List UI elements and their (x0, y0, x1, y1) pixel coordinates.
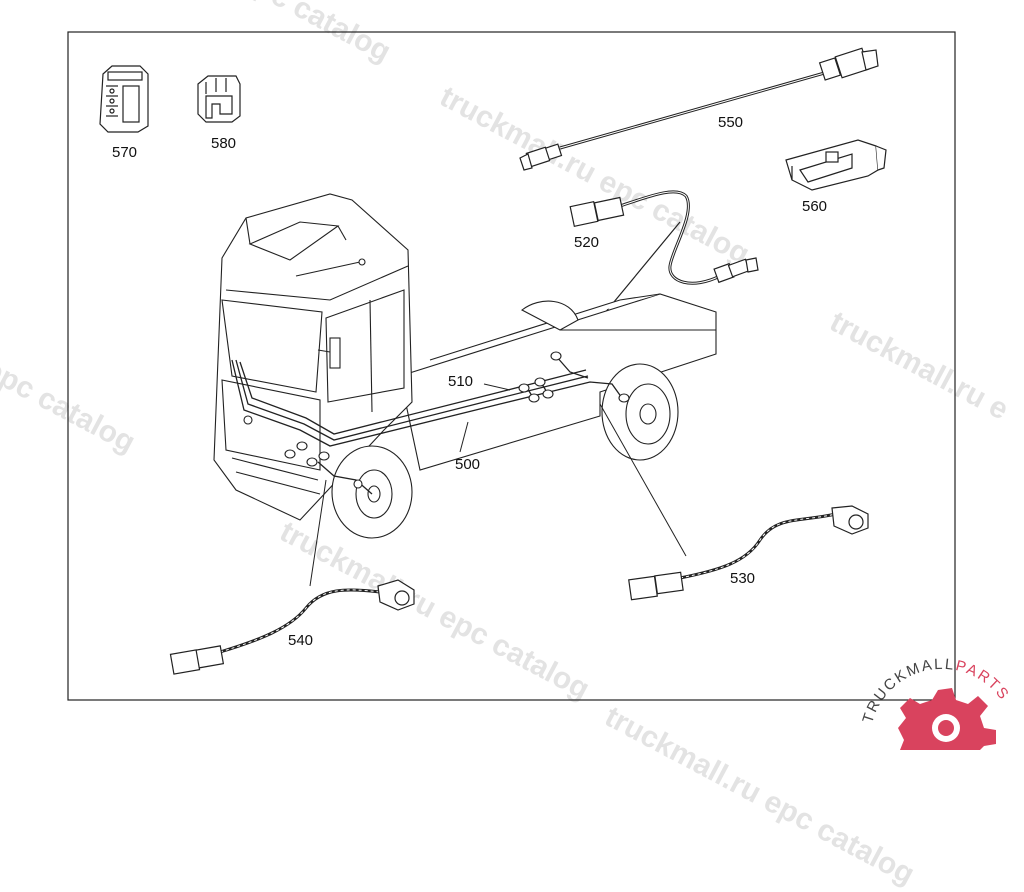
diagram-frame (67, 31, 956, 701)
callout-550: 550 (718, 114, 743, 131)
truckmall-parts-logo: TRUCKMALLPARTS (859, 656, 1013, 750)
part-560-bracket[interactable] (785, 139, 887, 191)
diagram-svg: 570 580 550 560 520 510 500 530 540 TRUC… (67, 31, 1013, 750)
part-580-small-connector[interactable] (197, 75, 241, 123)
callout-540: 540 (288, 632, 313, 649)
callout-520: 520 (574, 234, 599, 251)
part-520-sensor-cable[interactable] (565, 190, 759, 361)
callout-560: 560 (802, 198, 827, 215)
part-500-main-harness[interactable] (231, 355, 623, 495)
part-570-connector-housing[interactable] (99, 65, 149, 133)
callout-530: 530 (730, 570, 755, 587)
truck-cab-chassis (213, 193, 717, 539)
gear-icon (898, 688, 996, 750)
part-550-sensor-cable[interactable] (519, 47, 879, 171)
callout-580: 580 (211, 135, 236, 152)
part-530-wheel-sensor[interactable] (628, 505, 869, 601)
harness-connector-nodes (243, 351, 630, 489)
callout-500: 500 (455, 456, 480, 473)
part-540-wheel-sensor[interactable] (169, 579, 415, 675)
callout-570: 570 (112, 144, 137, 161)
callout-510: 510 (448, 373, 473, 390)
leader-lines (309, 383, 687, 587)
logo-text-parts: PARTS (954, 657, 1013, 704)
